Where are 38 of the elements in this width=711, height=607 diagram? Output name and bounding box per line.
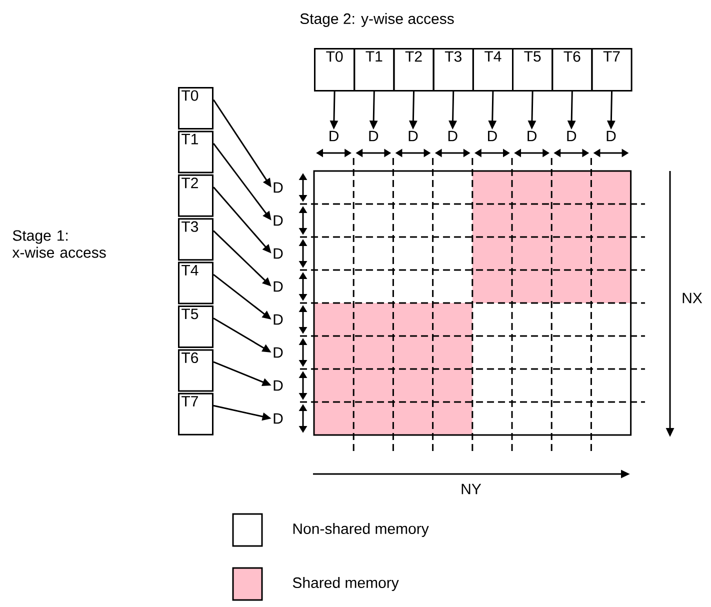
stage-label: Stage 2: y-wise access xyxy=(300,13,454,27)
data-label: D xyxy=(448,130,458,142)
data-label: D xyxy=(274,314,283,325)
thread-box: T6 xyxy=(552,48,593,92)
thread-box: T4 xyxy=(178,262,214,304)
data-label: D xyxy=(488,130,497,142)
thread-box: T0 xyxy=(178,87,214,130)
data-label: D xyxy=(330,130,338,142)
thread-box: T5 xyxy=(178,306,214,348)
stage-label: Stage 1: x-wise access xyxy=(12,230,106,258)
data-label: D xyxy=(274,215,283,226)
data-label: D xyxy=(408,130,418,142)
axis-label: NX xyxy=(682,292,702,304)
thread-box: T7 xyxy=(591,48,632,92)
thread-box: T3 xyxy=(178,218,214,261)
data-label: D xyxy=(528,130,536,142)
thread-box: T2 xyxy=(178,174,214,217)
thread-box: T7 xyxy=(178,392,214,436)
thread-box: T3 xyxy=(432,48,474,92)
data-label: D xyxy=(567,130,576,142)
thread-box: T1 xyxy=(354,48,395,92)
data-label: D xyxy=(274,413,283,424)
legend-text: Shared memory xyxy=(292,577,399,591)
legend-text: Non-shared memory xyxy=(293,523,429,537)
thread-box: T0 xyxy=(314,48,356,92)
axis-label: NY xyxy=(462,484,482,494)
thread-box: T2 xyxy=(393,48,434,92)
data-label: D xyxy=(606,130,616,142)
thread-box: T6 xyxy=(178,349,214,392)
data-label: D xyxy=(274,380,283,391)
data-label: D xyxy=(274,248,283,259)
thread-box: T4 xyxy=(472,48,514,92)
data-label: D xyxy=(274,347,283,358)
thread-box: T1 xyxy=(178,130,214,174)
thread-box: T5 xyxy=(512,48,554,92)
data-label: D xyxy=(274,281,283,292)
data-label: D xyxy=(274,182,283,193)
data-label: D xyxy=(369,130,378,142)
